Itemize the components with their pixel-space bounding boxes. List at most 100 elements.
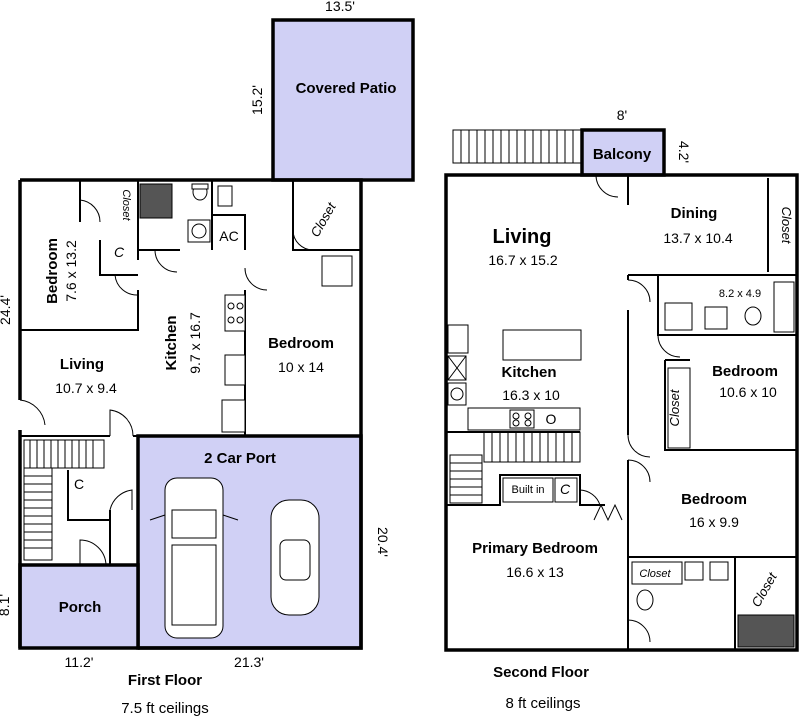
closet-c1-label: C	[114, 244, 125, 260]
covered-patio-label: Covered Patio	[296, 80, 397, 97]
closet-door-swing	[579, 489, 601, 506]
bedroom-a-south-wall	[664, 360, 797, 451]
ac-label: AC	[219, 228, 238, 244]
sink-icon	[709, 561, 729, 581]
burner-icon	[236, 302, 244, 310]
carport-border	[138, 436, 363, 650]
convertible-icon	[270, 499, 320, 616]
tub-icon	[773, 281, 795, 333]
patio-width-dim: 13.5'	[325, 0, 355, 14]
kitchen-sink-icon	[224, 354, 246, 386]
carport-label: 2 Car Port	[204, 450, 276, 467]
bedroom-b-door-swing	[627, 434, 651, 458]
burner-icon	[236, 316, 244, 324]
living-dims: 10.7 x 9.4	[55, 380, 117, 396]
dining-dims: 13.7 x 10.4	[663, 230, 732, 246]
closet-small-label: Closet	[120, 189, 132, 221]
left-height-dim: 24.4'	[0, 295, 13, 325]
closet-main-wall	[292, 180, 360, 251]
balcony-width-dim: 8'	[617, 107, 627, 123]
kitchen-island-icon	[502, 329, 582, 361]
closet-main-door-swing	[292, 229, 314, 251]
porch-area	[18, 563, 140, 650]
living-name: Living	[60, 356, 104, 373]
bedroom-b-name: Bedroom	[681, 491, 747, 508]
balcony-depth-dim: 4.2'	[676, 141, 692, 163]
first-floor-plan: 13.5' 15.2' Covered Patio 24.4' Bedroom …	[0, 0, 415, 717]
built-in-box	[502, 477, 554, 503]
first-floor-title: First Floor	[128, 672, 202, 689]
bottom-left-dim: 11.2'	[65, 654, 94, 670]
porch-label: Porch	[59, 599, 102, 616]
closet-door-swing	[79, 199, 101, 223]
bedroom-a-dims: 10.6 x 10	[719, 384, 777, 400]
first-floor-stairs	[23, 439, 105, 561]
bedroom-b-dims: 16 x 9.9	[689, 514, 739, 530]
balcony-label: Balcony	[593, 146, 652, 163]
washer-icon	[321, 255, 353, 287]
oven-label: O	[546, 411, 557, 427]
primary-dims: 16.6 x 13	[506, 564, 564, 580]
hall-door-swing	[109, 489, 133, 511]
corner-closet-label: Closet	[748, 569, 780, 610]
primary-door-swing	[627, 459, 651, 483]
bath-entry-door-swing	[657, 334, 681, 358]
dining-closet-label: Closet	[779, 207, 794, 245]
water-heater-icon	[217, 185, 233, 207]
kitchen-name: Kitchen	[501, 364, 556, 381]
fridge-icon	[221, 399, 246, 433]
bedroom-b-dims: 10 x 14	[278, 359, 324, 375]
bedroom-a-dims: 7.6 x 13.2	[63, 240, 79, 302]
bath2-door-swing	[627, 619, 651, 643]
bath-closet	[631, 561, 683, 585]
front-door-swing	[19, 399, 46, 426]
builtin-wall	[446, 474, 605, 506]
stair-door-swing	[109, 409, 134, 437]
balcony-door-swing	[595, 174, 619, 198]
truck-icon	[149, 477, 239, 639]
burner-icon	[227, 316, 235, 324]
bifold-door	[593, 503, 623, 522]
primary-name: Primary Bedroom	[472, 540, 598, 557]
fridge-icon	[447, 324, 469, 354]
bath-closet-label: Closet	[639, 568, 671, 580]
bedroom-door-swing	[114, 274, 139, 296]
first-floor-exterior-top	[20, 178, 363, 436]
porch-door-swing	[79, 539, 107, 566]
bedroom-a-closet-label: Closet	[667, 388, 682, 426]
porch-height-dim: 8.1'	[0, 594, 12, 616]
bath-door-swing	[154, 249, 178, 273]
first-floor-ceilings: 7.5 ft ceilings	[121, 700, 209, 717]
second-floor-title: Second Floor	[493, 664, 589, 681]
bedroom-south-wall	[20, 290, 139, 331]
sink-basin-icon	[191, 223, 207, 239]
shower-icon	[139, 183, 173, 219]
sink-icon	[704, 306, 728, 330]
closet-main-label: Closet	[307, 199, 339, 240]
kitchen-dims: 16.3 x 10	[502, 387, 560, 403]
living-dims: 16.7 x 15.2	[488, 252, 557, 268]
shower-icon	[664, 302, 693, 331]
exterior-stairs	[452, 129, 582, 164]
bottom-right-dim: 21.3'	[234, 654, 264, 670]
closet-c-label: C	[560, 481, 571, 497]
second-floor-exterior	[444, 173, 799, 652]
covered-patio-area	[271, 18, 415, 182]
carport-height-dim: 20.4'	[375, 527, 391, 557]
stove-icon	[224, 294, 246, 332]
built-in-label: Built in	[511, 484, 544, 496]
closet-c2-label: C	[74, 476, 84, 492]
shower-icon	[737, 614, 795, 648]
bedroom-b-door-swing	[244, 267, 268, 291]
bath-door-swing	[627, 279, 651, 303]
sink-icon	[684, 561, 704, 581]
closet-c-box	[554, 477, 578, 503]
interior-stairs	[449, 431, 581, 504]
closet-c2-wall	[67, 470, 110, 521]
dining-name: Dining	[671, 205, 718, 222]
burner-icon	[227, 302, 235, 310]
toilet-tank-icon	[191, 183, 209, 190]
toilet-icon	[744, 306, 762, 326]
bath-dims: 8.2 x 4.9	[719, 288, 761, 300]
